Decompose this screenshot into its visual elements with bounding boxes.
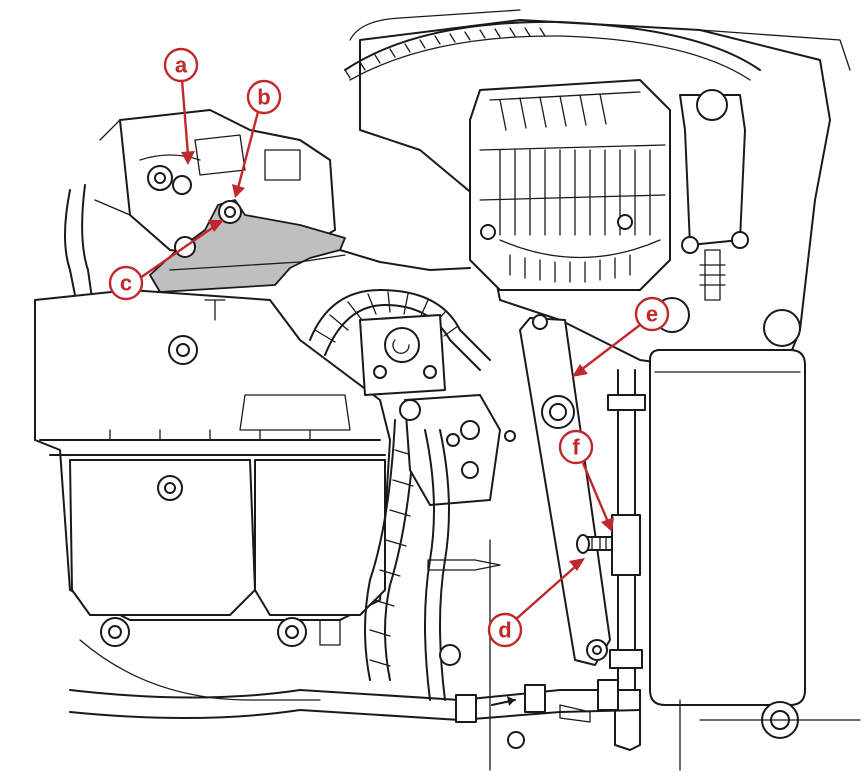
callout-e: e [572, 296, 670, 377]
callout-f: f [558, 429, 614, 532]
callout-b-marker [246, 79, 282, 115]
fuel-filter-assembly [34, 289, 391, 647]
callout-b-label: b [257, 85, 270, 110]
bottom-fuel-hose [69, 679, 641, 723]
alternator [469, 79, 671, 291]
frame-lines [79, 539, 861, 771]
fuel-reservoir [649, 349, 806, 739]
callout-a-label: a [175, 53, 188, 78]
callout-d-label: d [498, 618, 511, 643]
callout-a: a [163, 47, 199, 165]
callout-e-marker [634, 296, 670, 332]
fuel-pump-center [359, 314, 516, 701]
flywheel-gear [344, 20, 761, 81]
throttle-link-rod [169, 249, 471, 271]
callout-c-marker [108, 265, 144, 301]
callout-a-marker [163, 47, 199, 83]
tensioner-bracket [679, 89, 749, 301]
callout-f-marker [558, 429, 594, 465]
callout-c: c [108, 220, 224, 301]
callout-b: b [232, 79, 282, 198]
screw-d [576, 534, 613, 554]
callout-f-label: f [572, 435, 580, 460]
callout-d: d [487, 558, 585, 648]
fuel-line-vertical [607, 369, 646, 751]
bolt [763, 309, 801, 347]
mounting-bracket [519, 314, 611, 666]
callout-c-label: c [120, 271, 132, 296]
callout-d-marker [487, 612, 523, 648]
callout-e-label: e [646, 302, 658, 327]
